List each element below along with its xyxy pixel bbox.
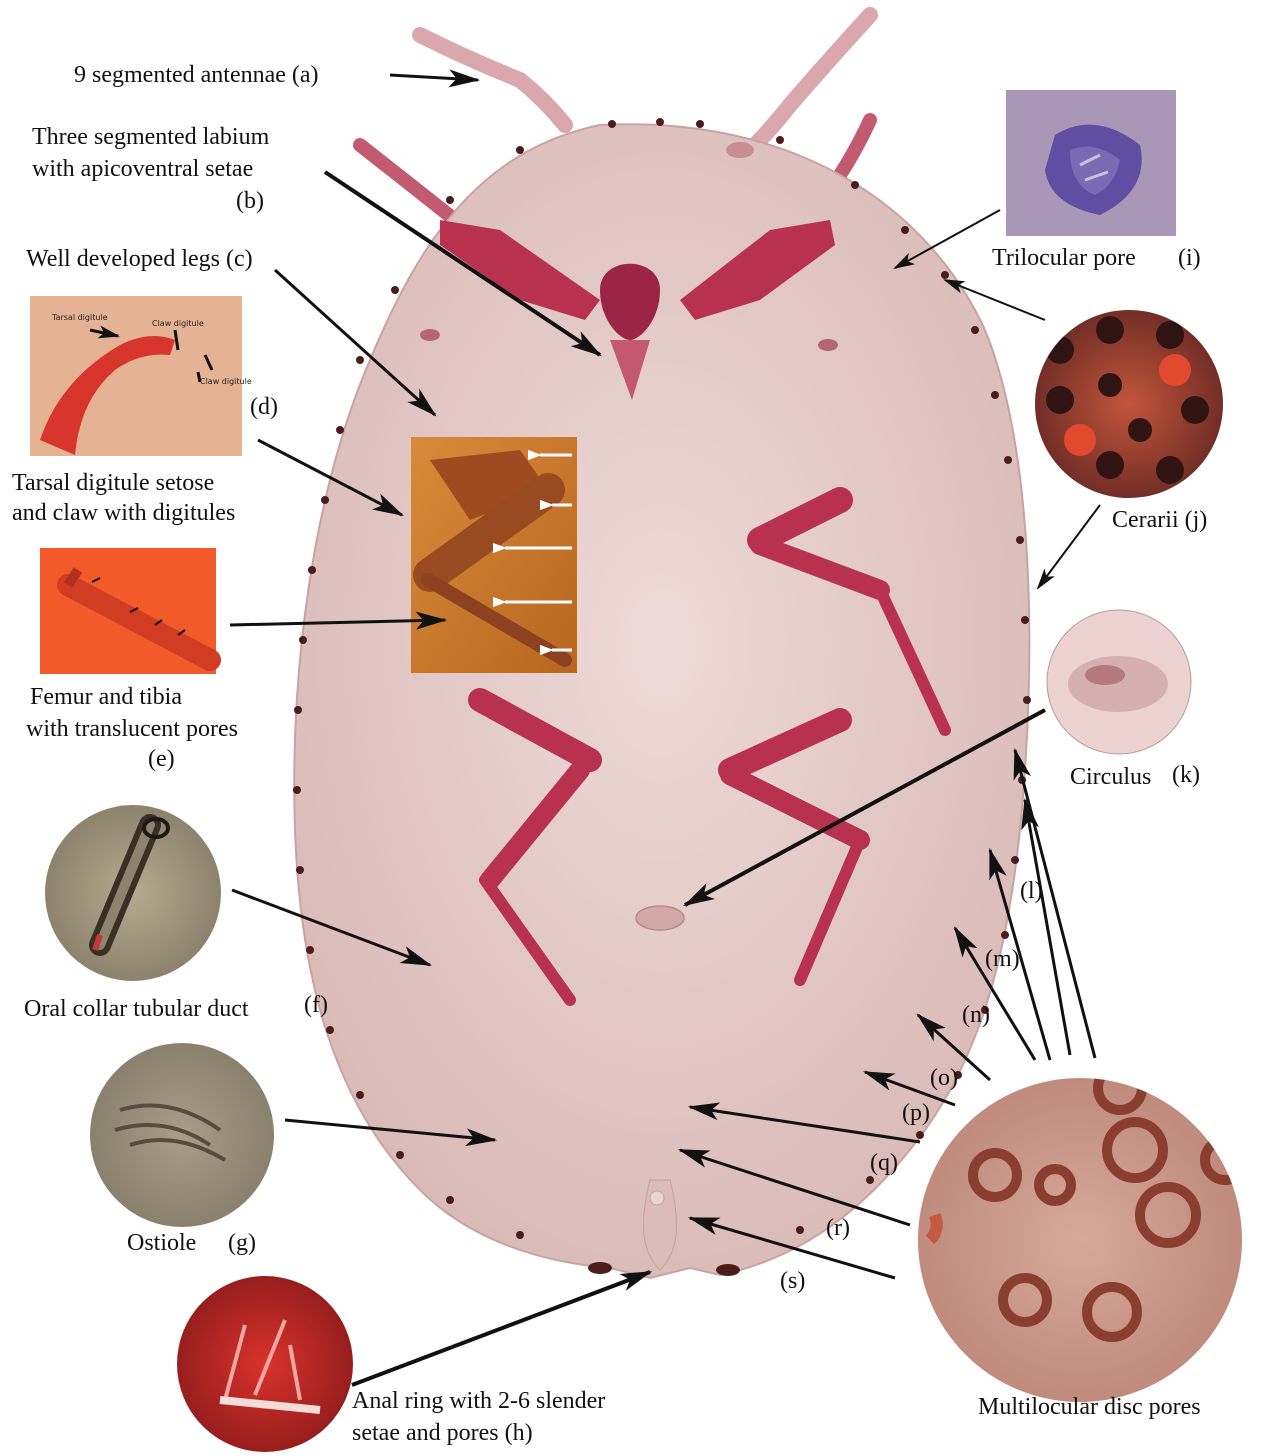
- label-trilocular-code: (i): [1178, 243, 1201, 273]
- label-circulus: Circulus: [1070, 762, 1151, 792]
- inset-trilocular-pore: [1006, 90, 1176, 236]
- label-anal-line2: setae and pores (h): [352, 1418, 533, 1448]
- label-ostiole-code: (g): [228, 1228, 256, 1258]
- label-r: (r): [826, 1213, 850, 1243]
- label-tarsal-line1: Tarsal digitule setose: [12, 468, 214, 498]
- label-d-code: (d): [250, 392, 278, 422]
- label-trilocular: Trilocular pore: [992, 243, 1136, 273]
- label-labium-line1: Three segmented labium: [32, 122, 269, 152]
- label-circulus-code: (k): [1172, 760, 1200, 790]
- inset-ostiole: [90, 1043, 274, 1227]
- label-cerarii: Cerarii (j): [1112, 505, 1207, 535]
- label-l: (l): [1020, 876, 1043, 906]
- label-legs: Well developed legs (c): [26, 244, 253, 274]
- inset-label-tarsal-digitule: Tarsal digitule: [52, 313, 108, 322]
- inset-label-claw-digitule-2: Claw digitule: [200, 377, 252, 386]
- label-tarsal-line2: and claw with digitules: [12, 498, 235, 528]
- label-oral-code: (f): [304, 990, 328, 1020]
- mealybug-body: [293, 15, 1031, 1278]
- label-anal-line1: Anal ring with 2-6 slender: [352, 1386, 605, 1416]
- label-multilocular: Multilocular disc pores: [978, 1392, 1201, 1422]
- inset-leg: [411, 437, 577, 673]
- inset-label-claw-digitule-1: Claw digitule: [152, 319, 204, 328]
- label-femur-code: (e): [148, 744, 175, 774]
- arrow-j2: [1038, 505, 1100, 588]
- inset-cerarii: [1035, 310, 1223, 498]
- label-q: (q): [870, 1148, 898, 1178]
- circulus-mark: [636, 906, 684, 930]
- inset-anal-ring: [177, 1276, 353, 1452]
- arrow-a: [390, 75, 478, 80]
- inset-circulus: [1047, 610, 1191, 754]
- label-s: (s): [780, 1266, 805, 1296]
- inset-femur-tibia: [40, 548, 216, 674]
- arrow-h: [352, 1272, 650, 1385]
- label-o: (o): [930, 1063, 958, 1093]
- label-femur-line2: with translucent pores: [26, 714, 238, 744]
- label-femur-line1: Femur and tibia: [30, 682, 182, 712]
- arrow-l2: [1025, 800, 1070, 1055]
- label-p: (p): [902, 1098, 930, 1128]
- label-n: (n): [962, 1000, 990, 1030]
- label-antennae: 9 segmented antennae (a): [74, 60, 319, 90]
- label-m: (m): [985, 944, 1020, 974]
- inset-oral-collar-duct: [45, 805, 221, 981]
- label-oral-collar: Oral collar tubular duct: [24, 994, 249, 1024]
- label-labium-code: (b): [236, 186, 264, 216]
- label-ostiole: Ostiole: [127, 1228, 196, 1258]
- label-labium-line2: with apicoventral setae: [32, 154, 253, 184]
- inset-multilocular-disc-pores: [918, 1066, 1245, 1402]
